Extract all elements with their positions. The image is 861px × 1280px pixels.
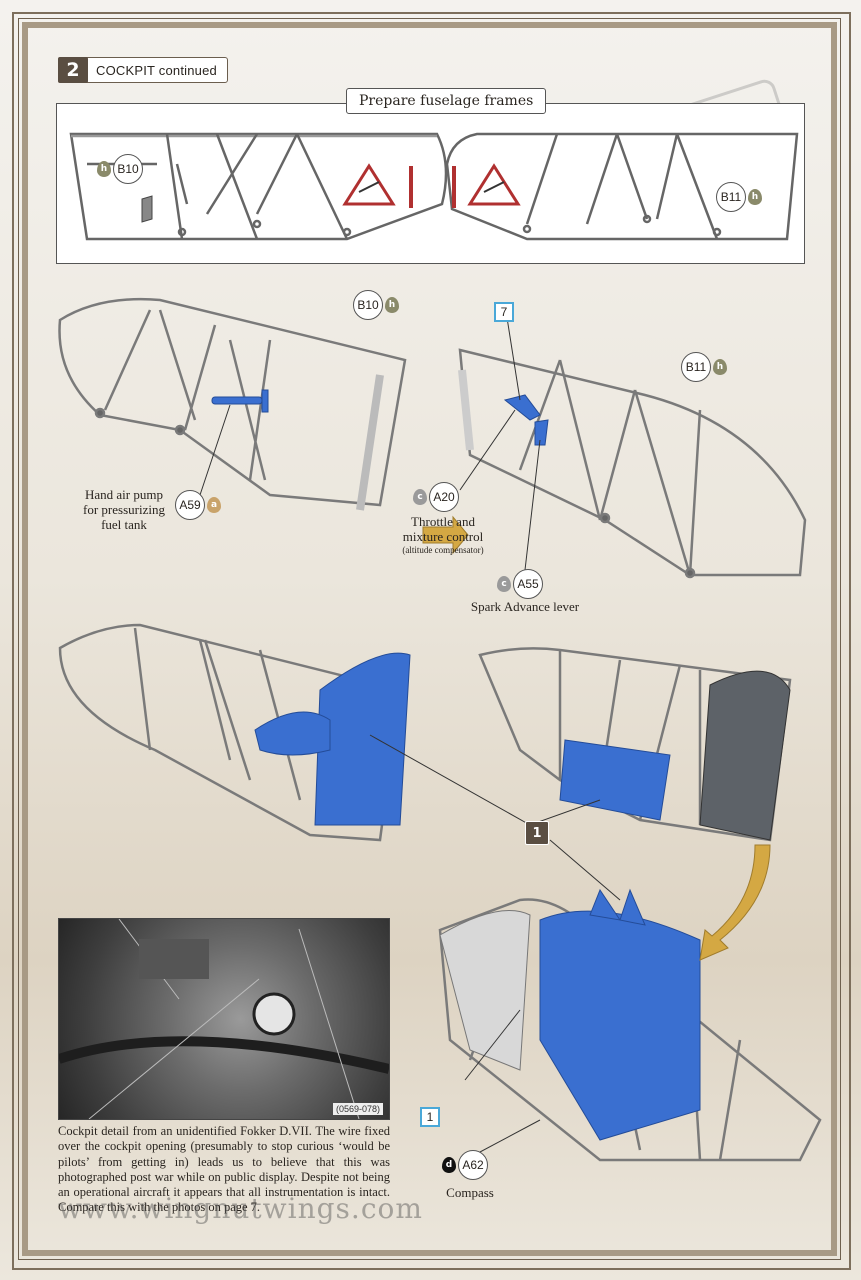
throttle-label: Throttle and mixture control (altitude c… (380, 514, 506, 556)
photo-content (59, 919, 389, 1119)
ref-badge-7: 7 (494, 302, 514, 322)
ref-badge-1-square: 1 (420, 1107, 440, 1127)
hand-pump-line3: fuel tank (101, 517, 147, 532)
paint-drop-h: h (748, 189, 762, 205)
part-b10: B10 (353, 290, 383, 320)
callout-b10-top: h B10 (97, 154, 143, 184)
compass-label: Compass (446, 1185, 494, 1200)
step-header: 2 COCKPIT continued (58, 57, 228, 83)
step-number: 2 (58, 57, 88, 83)
ref-badge-1-dark: 1 (525, 821, 549, 845)
paint-drop-h: h (713, 359, 727, 375)
callout-b10: B10 h (353, 290, 399, 320)
part-b11: B11 (681, 352, 711, 382)
part-a59: A59 (175, 490, 205, 520)
hand-pump-line2: for pressurizing (83, 502, 165, 517)
callout-a55: c A55 (497, 569, 543, 599)
paint-drop-c: c (497, 576, 511, 592)
throttle-line1: Throttle and (411, 514, 475, 529)
callout-a62: d A62 (442, 1150, 488, 1180)
photo-ref: (0569-078) (332, 1103, 383, 1115)
throttle-line2: mixture control (402, 529, 484, 544)
step-arrow-curved (699, 844, 771, 961)
step-title: COCKPIT continued (96, 62, 217, 78)
prepare-frames-title: Prepare fuselage frames (346, 88, 547, 114)
callout-a20: c A20 (413, 482, 459, 512)
website-watermark: www.wingnutwings.com (58, 1192, 423, 1225)
paint-drop-d: d (442, 1157, 456, 1173)
photo-caption: Cockpit detail from an unidentified Fokk… (58, 1124, 390, 1215)
callout-b11-top: B11 h (716, 182, 762, 212)
paint-drop-h: h (97, 161, 111, 177)
paint-drop-c: c (413, 489, 427, 505)
assembly-diagrams (58, 297, 822, 1162)
cut-warning-icon-right (467, 163, 521, 206)
hand-pump-label: Hand air pump for pressurizing fuel tank (60, 487, 188, 532)
throttle-note: (altitude compensator) (402, 545, 484, 555)
part-a55: A55 (513, 569, 543, 599)
part-a62: A62 (458, 1150, 488, 1180)
callout-b11: B11 h (681, 352, 727, 382)
spark-label: Spark Advance lever (470, 599, 580, 614)
cockpit-photo: (0569-078) (58, 918, 390, 1120)
inner-border (18, 18, 841, 1260)
part-b10: B10 (113, 154, 143, 184)
part-a20: A20 (429, 482, 459, 512)
paint-drop-h: h (385, 297, 399, 313)
prepare-frames-panel: h B10 B11 h (56, 103, 805, 264)
cut-warning-icon-left (342, 163, 396, 206)
part-b11: B11 (716, 182, 746, 212)
paint-drop-a: a (207, 497, 221, 513)
step-arrow-right (422, 515, 469, 555)
callout-a59: A59 a (175, 490, 221, 520)
outer-border (12, 12, 851, 1270)
hand-pump-line1: Hand air pump (85, 487, 163, 502)
fuselage-frames-diagram (69, 132, 799, 241)
